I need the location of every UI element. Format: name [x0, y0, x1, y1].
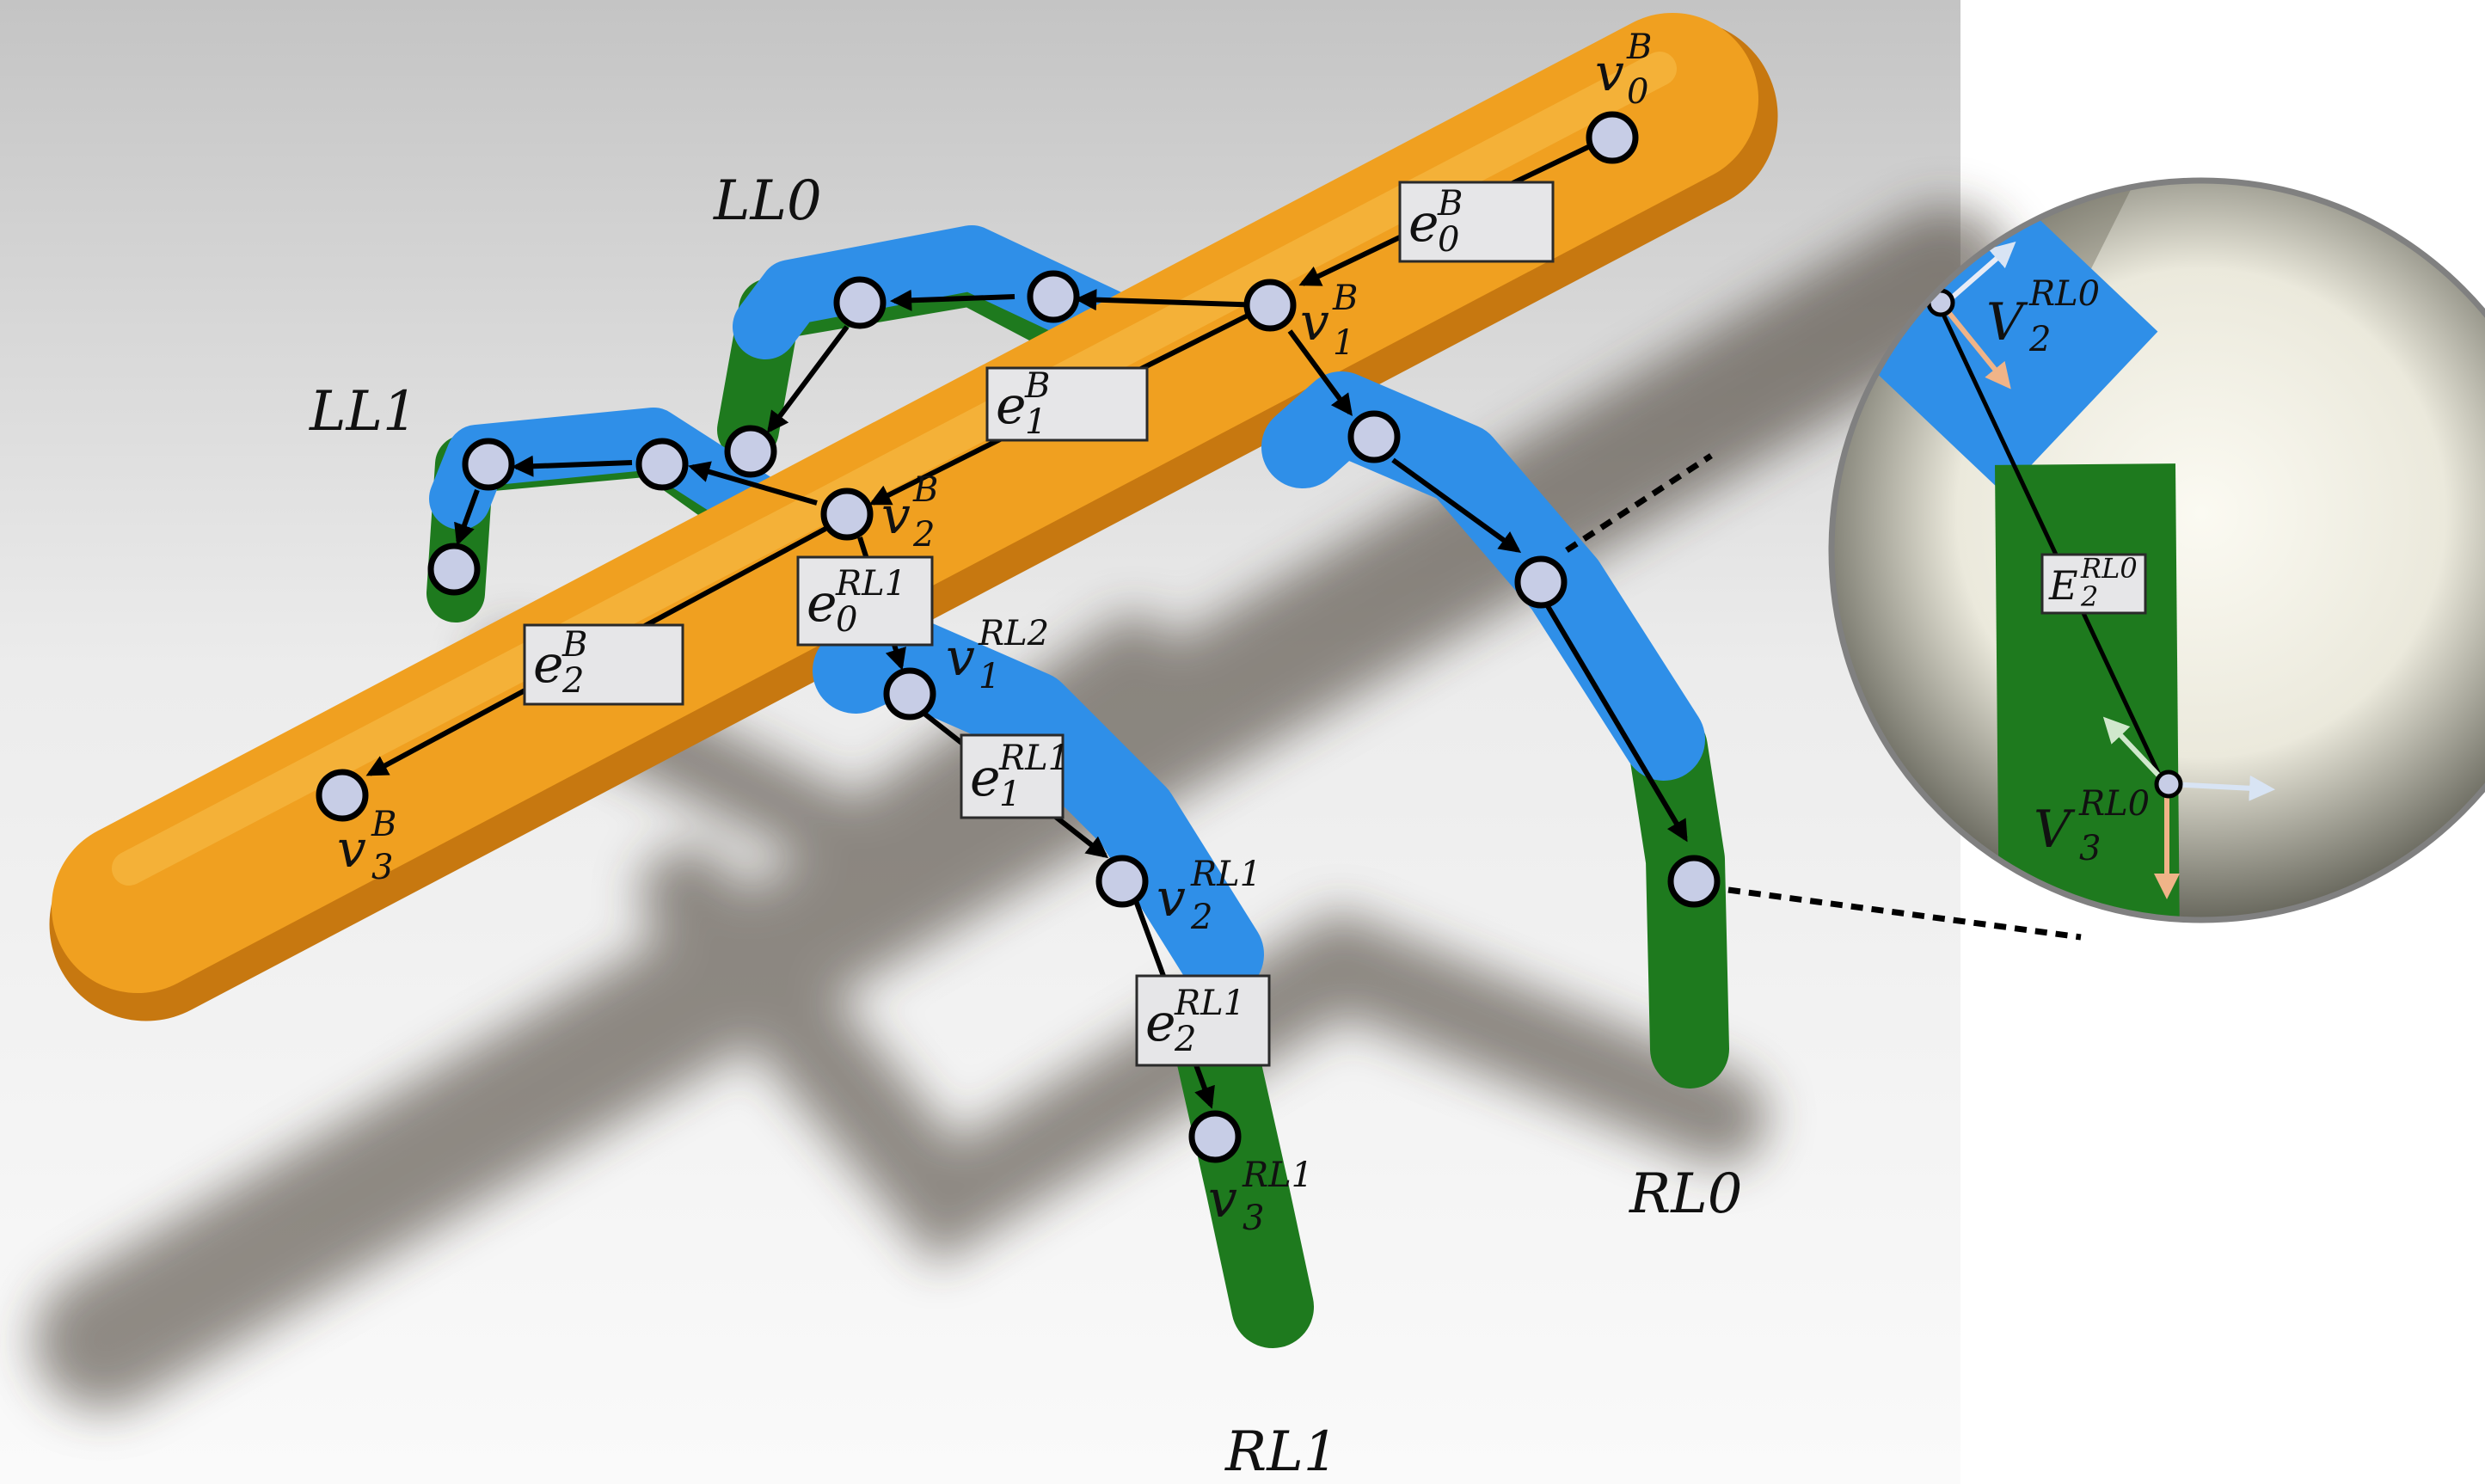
node-LL0-b: [833, 276, 887, 329]
svg-text:B: B: [561, 625, 587, 665]
svg-text:1: 1: [1333, 323, 1354, 363]
node-LL1-a: [635, 438, 689, 491]
edge-label-e1B: e B 1: [985, 366, 1149, 442]
svg-text:B: B: [1024, 366, 1050, 406]
svg-text:RL1: RL1: [835, 564, 906, 604]
edge-label-e2RL1: e RL1 2: [1135, 974, 1271, 1067]
svg-text:RL2: RL2: [978, 614, 1049, 653]
node-v1RL2: [883, 667, 936, 721]
vertex-label-v1B: v B 1: [1300, 279, 1358, 363]
svg-text:E: E: [2048, 562, 2078, 609]
svg-text:2: 2: [1190, 898, 1212, 937]
vertex-label-v2RL1: v RL1 2: [1157, 855, 1261, 937]
node-v3RL1: [1188, 1110, 1242, 1163]
svg-text:2: 2: [912, 515, 935, 555]
zoom-connector-top: [1565, 453, 1713, 553]
svg-text:3: 3: [371, 848, 393, 887]
limb-label-RL0: RL0: [1629, 1162, 1742, 1226]
limb-label-RL1: RL1: [1224, 1420, 1338, 1484]
zoom-label-V3RL0: V RL0 3: [2034, 784, 2150, 868]
edge-label-e1RL1: e RL1 1: [960, 733, 1070, 819]
svg-text:v: v: [1208, 1169, 1237, 1230]
node-v1B: [1243, 279, 1297, 332]
node-LL0-c: [724, 425, 777, 478]
svg-text:2: 2: [561, 661, 584, 701]
svg-text:0: 0: [836, 600, 857, 640]
node-v2RL1: [1095, 855, 1149, 908]
svg-text:RL0: RL0: [2080, 552, 2138, 585]
node-RL0-c: [1667, 855, 1721, 908]
svg-text:e: e: [1145, 993, 1176, 1053]
svg-text:1: 1: [1025, 402, 1046, 442]
svg-text:RL1: RL1: [1190, 855, 1261, 894]
svg-text:RL1: RL1: [1242, 1156, 1313, 1195]
vertex-label-v3B: v B 3: [337, 805, 396, 887]
svg-text:v: v: [1595, 43, 1624, 103]
svg-text:e: e: [1408, 193, 1439, 254]
svg-text:B: B: [1437, 184, 1463, 224]
edge-label-e2B: e B 2: [523, 623, 684, 706]
svg-text:0: 0: [1438, 220, 1459, 260]
svg-text:2: 2: [1174, 1020, 1196, 1059]
svg-text:e: e: [970, 748, 1001, 808]
zoom-label-V2RL0: V RL0 2: [1986, 274, 2100, 359]
vertex-label-v0B: v B 0: [1595, 28, 1652, 112]
edge-label-e0RL1: e RL1 0: [796, 555, 934, 647]
graph-nodes: [316, 111, 1721, 1163]
svg-text:0: 0: [1627, 72, 1648, 112]
edge-label-e0B: e B 0: [1398, 181, 1555, 263]
svg-text:V: V: [2034, 800, 2076, 860]
svg-text:RL0: RL0: [2028, 274, 2100, 314]
zoom-connector-bottom: [1727, 886, 2082, 941]
svg-text:B: B: [1626, 28, 1652, 67]
limb-label-LL1: LL1: [309, 380, 418, 444]
node-v0B: [1586, 111, 1639, 164]
node-v3B: [316, 769, 369, 822]
node-LL1-c: [427, 543, 481, 596]
zoom-label-E2RL0: E RL0 2: [2040, 552, 2147, 615]
svg-text:e: e: [533, 635, 564, 695]
svg-text:3: 3: [2079, 829, 2101, 868]
node-RL0-a: [1347, 410, 1401, 463]
svg-text:1: 1: [999, 775, 1021, 814]
svg-text:v: v: [946, 628, 975, 688]
svg-text:e: e: [807, 573, 838, 634]
node-v2B: [820, 488, 874, 541]
svg-text:2: 2: [2080, 580, 2098, 613]
svg-text:B: B: [912, 470, 938, 510]
svg-text:B: B: [371, 805, 396, 844]
svg-text:v: v: [1300, 292, 1329, 353]
svg-text:v: v: [1157, 868, 1186, 929]
node-RL0-b: [1514, 555, 1568, 609]
svg-text:v: v: [881, 486, 911, 546]
vertex-label-v2B: v B 2: [881, 470, 938, 555]
limb-label-LL0: LL0: [713, 169, 822, 233]
svg-text:2: 2: [2028, 320, 2051, 359]
node-LL1-b: [462, 438, 515, 491]
svg-text:1: 1: [979, 657, 1000, 696]
svg-text:B: B: [1332, 279, 1358, 318]
svg-text:RL1: RL1: [998, 739, 1070, 778]
vertex-label-v3RL1: v RL1 3: [1208, 1156, 1313, 1238]
vertex-label-v1RL2: v RL2 1: [946, 614, 1049, 696]
svg-text:RL1: RL1: [1174, 984, 1245, 1023]
svg-text:3: 3: [1242, 1199, 1264, 1238]
svg-text:v: v: [337, 819, 366, 880]
node-LL0-a: [1027, 270, 1080, 323]
limb-RL1: [813, 610, 1314, 1348]
svg-text:RL0: RL0: [2078, 784, 2150, 824]
svg-text:V: V: [1986, 292, 2028, 353]
svg-text:e: e: [996, 376, 1027, 436]
